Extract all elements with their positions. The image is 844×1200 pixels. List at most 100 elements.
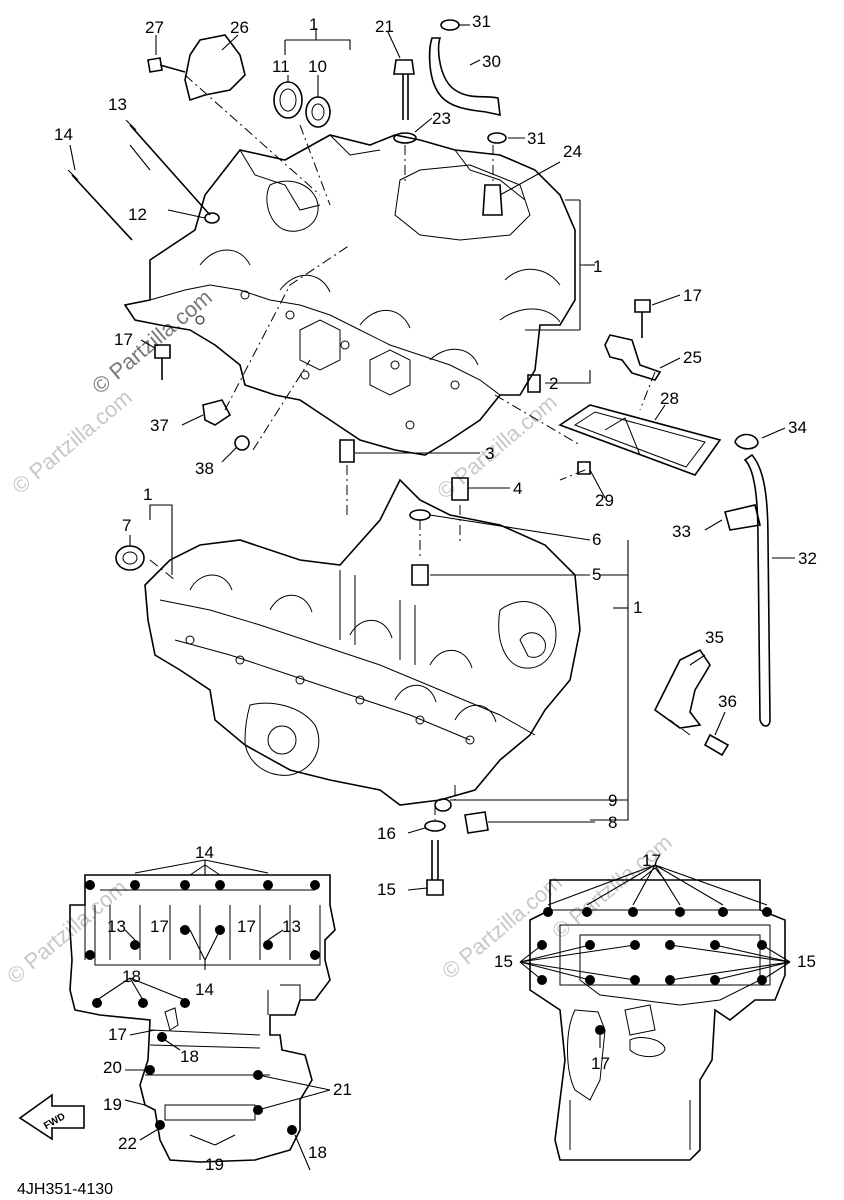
left-view-label-14: 14 <box>195 980 214 999</box>
oil-seal <box>305 96 331 128</box>
drain-hose <box>743 453 771 727</box>
callout-29: 29 <box>595 491 614 510</box>
callout-21: 21 <box>375 17 394 36</box>
upper-crankcase <box>123 134 576 456</box>
callout-15: 15 <box>377 880 396 899</box>
dowel-2 <box>527 374 541 393</box>
callout-27: 27 <box>145 18 164 37</box>
left-view-label-22: 22 <box>118 1134 137 1153</box>
cover-plate <box>184 34 246 102</box>
breather-hose <box>428 37 501 117</box>
sensor-37 <box>202 399 232 426</box>
right-view-label-15: 15 <box>494 952 513 971</box>
left-view-label-19: 19 <box>205 1155 224 1174</box>
right-view-label-15: 15 <box>797 952 816 971</box>
callout-9: 9 <box>608 791 617 810</box>
callout-5: 5 <box>592 565 601 584</box>
dowel-4 <box>451 477 469 501</box>
plug-8 <box>464 811 489 834</box>
bolt-17-right <box>634 299 651 338</box>
left-view-label-21: 21 <box>333 1080 352 1099</box>
callout-11: 11 <box>272 57 290 76</box>
clip-33 <box>724 504 761 531</box>
dowel-12 <box>204 212 220 224</box>
callout-1: 1 <box>143 485 152 504</box>
callout-10: 10 <box>308 57 327 76</box>
screw-29 <box>577 461 591 475</box>
right-view-label-17: 17 <box>591 1054 610 1073</box>
callout-32: 32 <box>798 549 817 568</box>
callout-36: 36 <box>718 692 737 711</box>
callout-28: 28 <box>660 389 679 408</box>
left-view-label-17: 17 <box>108 1025 127 1044</box>
left-view-label-17: 17 <box>150 917 169 936</box>
o-ring-38 <box>234 435 250 451</box>
callout-16: 16 <box>377 824 396 843</box>
callout-37: 37 <box>150 416 169 435</box>
callout-7: 7 <box>122 516 131 535</box>
callout-1: 1 <box>309 15 318 34</box>
left-view-label-18: 18 <box>180 1047 199 1066</box>
right-view-label-17: 17 <box>642 851 661 870</box>
fwd-arrow: FWD <box>18 1093 85 1141</box>
o-ring-9 <box>434 798 452 812</box>
hose-clip-top <box>440 19 460 31</box>
bracket-25 <box>604 334 662 381</box>
callout-25: 25 <box>683 348 702 367</box>
o-ring-6 <box>409 509 431 521</box>
left-view-label-19: 19 <box>103 1095 122 1114</box>
callout-26: 26 <box>230 18 249 37</box>
callout-23: 23 <box>432 109 451 128</box>
left-view-label-18: 18 <box>308 1143 327 1162</box>
callout-6: 6 <box>592 530 601 549</box>
callout-2: 2 <box>549 374 558 393</box>
callout-33: 33 <box>672 522 691 541</box>
small-parts <box>67 19 771 896</box>
watermark: © Partzilla.com <box>87 284 217 398</box>
stud-13 <box>129 124 211 216</box>
bolt-15 <box>426 840 444 896</box>
washer-16 <box>424 820 446 832</box>
bolt-36 <box>703 733 730 757</box>
bolt-27 <box>147 57 186 73</box>
breather-fitting <box>482 184 503 216</box>
stud-14 <box>71 174 133 241</box>
callout-38: 38 <box>195 459 214 478</box>
callout-17: 17 <box>683 286 702 305</box>
callout-labels: 1 27 26 11 10 21 23 31 30 31 24 13 14 12… <box>54 12 817 899</box>
callout-13: 13 <box>108 95 127 114</box>
left-view-label-14: 14 <box>195 843 214 862</box>
leader-lines <box>69 24 795 891</box>
clamp-34 <box>734 433 759 450</box>
lower-crankcase <box>144 478 581 806</box>
callout-17: 17 <box>114 330 133 349</box>
seal-7 <box>115 545 145 571</box>
callout-35: 35 <box>705 628 724 647</box>
callout-4: 4 <box>513 479 522 498</box>
dowel-5 <box>411 564 429 586</box>
bolt-17-left <box>154 344 171 380</box>
dowel-3 <box>339 439 355 463</box>
callout-14: 14 <box>54 125 73 144</box>
callout-31: 31 <box>527 129 546 148</box>
left-view-label-20: 20 <box>103 1058 122 1077</box>
left-view-label-13: 13 <box>282 917 301 936</box>
hose-holder <box>653 648 711 729</box>
fwd-label: FWD <box>42 1111 67 1132</box>
callout-1: 1 <box>633 598 642 617</box>
callout-3: 3 <box>485 444 494 463</box>
watermark: © Partzilla.com <box>7 384 137 498</box>
left-view-label-13: 13 <box>107 917 126 936</box>
callout-30: 30 <box>482 52 501 71</box>
right-bolt-view: 17 15 15 17 <box>494 851 816 1161</box>
callout-12: 12 <box>128 205 147 224</box>
left-bolt-view: 14 13 17 17 13 18 14 17 18 20 21 19 22 1… <box>69 843 352 1174</box>
callout-8: 8 <box>608 813 617 832</box>
diagram-code: 4JH351-4130 <box>17 1181 113 1198</box>
assembly-lines <box>149 74 691 820</box>
watermark: © Partzilla.com <box>547 829 677 943</box>
watermarks: © Partzilla.com © Partzilla.com © Partzi… <box>2 284 677 988</box>
callout-34: 34 <box>788 418 807 437</box>
callout-24: 24 <box>563 142 582 161</box>
